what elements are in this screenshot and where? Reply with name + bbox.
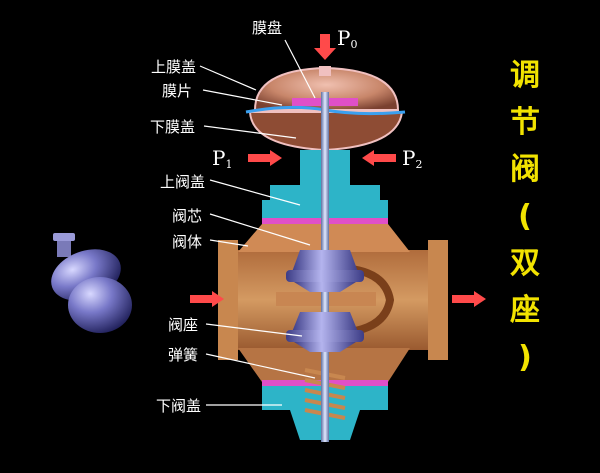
diagram-title: 调 节 阀 ( 双 座 ) bbox=[505, 52, 545, 381]
valve-3d-model bbox=[51, 233, 132, 333]
title-char: 调 bbox=[510, 58, 540, 93]
label-upper-diaphragm-cover: 上膜盖 bbox=[151, 58, 197, 76]
title-char: 座 bbox=[510, 293, 540, 328]
label-valve-body: 阀体 bbox=[172, 233, 203, 251]
pressure-p0-label: P0 bbox=[337, 26, 358, 51]
title-char: 阀 bbox=[510, 152, 540, 187]
label-leader-lines bbox=[199, 39, 316, 406]
title-char: 双 bbox=[510, 246, 540, 281]
pressure-arrows bbox=[190, 34, 486, 307]
label-spring: 弹簧 bbox=[168, 346, 199, 364]
label-diaphragm-plate: 膜盘 bbox=[252, 19, 283, 37]
label-upper-valve-cover: 上阀盖 bbox=[160, 173, 206, 191]
pressure-p1-label: P1 bbox=[212, 146, 233, 171]
valve-cores bbox=[286, 250, 364, 352]
pressure-p2-label: P2 bbox=[402, 146, 423, 171]
title-char: 节 bbox=[510, 105, 540, 140]
label-lower-valve-cover: 下阀盖 bbox=[156, 397, 202, 415]
label-valve-seat: 阀座 bbox=[168, 316, 199, 334]
label-lower-diaphragm-cover: 下膜盖 bbox=[150, 118, 196, 136]
valve-body bbox=[218, 224, 448, 382]
label-diaphragm: 膜片 bbox=[162, 82, 193, 100]
title-char: ) bbox=[518, 340, 532, 375]
label-valve-core: 阀芯 bbox=[172, 207, 203, 225]
title-char: ( bbox=[518, 199, 532, 234]
